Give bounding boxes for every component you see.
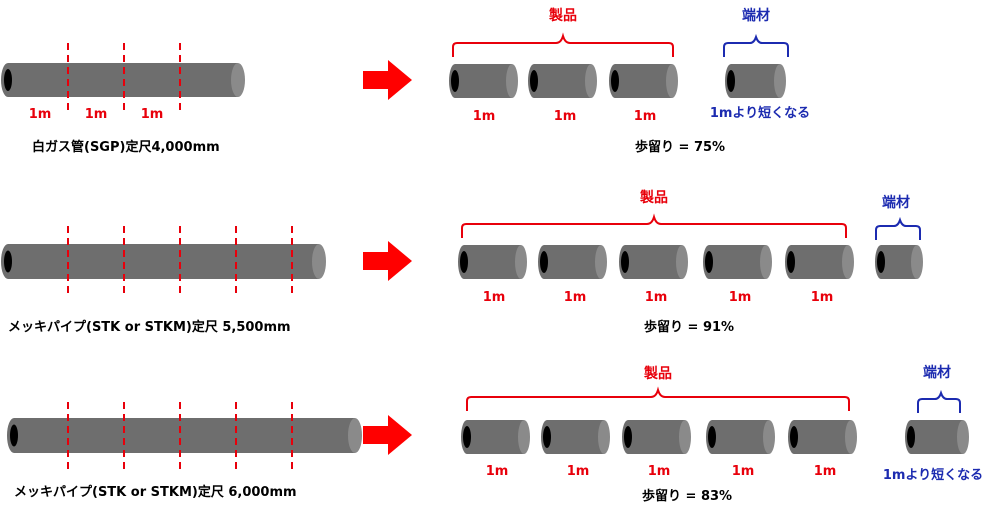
piece-label: 1m [645, 290, 668, 305]
scrap-label: 端材 [882, 194, 910, 211]
cut-piece [619, 245, 688, 279]
scrap-brace [917, 389, 961, 413]
piece-label: 1m [732, 464, 755, 479]
piece-label: 1m [729, 290, 752, 305]
product-brace [461, 213, 847, 238]
cut-piece [449, 64, 518, 98]
piece-label: 1m [473, 109, 496, 124]
cut-piece [541, 420, 610, 454]
piece-label: 1m [648, 464, 671, 479]
scrap-label: 端材 [742, 7, 770, 24]
piece-label: 1m [567, 464, 590, 479]
cut-piece [609, 64, 678, 98]
arrow-icon [363, 415, 412, 455]
cut-piece [458, 245, 527, 279]
piece-label: 1m [811, 290, 834, 305]
stock-pipe [7, 418, 362, 453]
piece-label: 1m [634, 109, 657, 124]
row-3: メッキパイプ(STK or STKM)定尺 6,000mm 製品 [7, 364, 983, 504]
stock-piece-label: 1m [85, 107, 108, 122]
cut-piece [528, 64, 597, 98]
cut-lines [67, 226, 293, 298]
scrap-piece [905, 420, 969, 454]
yield-label: 歩留り = 91% [644, 319, 734, 335]
stock-label: メッキパイプ(STK or STKM)定尺 6,000mm [14, 484, 297, 500]
cut-piece [538, 245, 607, 279]
scrap-note: 1mより短くなる [710, 105, 810, 121]
piece-label: 1m [814, 464, 837, 479]
piece-label: 1m [483, 290, 506, 305]
scrap-piece [875, 245, 923, 279]
product-brace [466, 386, 850, 411]
yield-label: 歩留り = 83% [642, 488, 732, 504]
row-1: 1m 1m 1m 白ガス管(SGP)定尺4,000mm 製品 [1, 7, 810, 155]
yield-label: 歩留り = 75% [635, 139, 725, 155]
cut-piece [703, 245, 772, 279]
product-brace [452, 32, 674, 57]
piece-label: 1m [564, 290, 587, 305]
stock-piece-label: 1m [141, 107, 164, 122]
scrap-note: 1mより短くなる [883, 467, 983, 483]
scrap-brace [723, 33, 789, 57]
cut-piece [622, 420, 691, 454]
arrow-icon [363, 60, 412, 100]
scrap-piece [725, 64, 786, 98]
stock-pipe [1, 244, 326, 279]
cut-piece [461, 420, 530, 454]
scrap-label: 端材 [923, 364, 951, 381]
row-2: メッキパイプ(STK or STKM)定尺 5,500mm 製品 [1, 189, 923, 335]
stock-label: 白ガス管(SGP)定尺4,000mm [32, 139, 220, 155]
arrow-icon [363, 241, 412, 281]
cut-piece [706, 420, 775, 454]
scrap-brace [875, 216, 921, 240]
product-label: 製品 [643, 365, 672, 382]
piece-label: 1m [486, 464, 509, 479]
cut-piece [788, 420, 857, 454]
cut-piece [785, 245, 854, 279]
stock-piece-label: 1m [29, 107, 52, 122]
piece-label: 1m [554, 109, 577, 124]
stock-label: メッキパイプ(STK or STKM)定尺 5,500mm [8, 319, 291, 335]
product-label: 製品 [639, 189, 668, 206]
product-label: 製品 [548, 7, 577, 24]
